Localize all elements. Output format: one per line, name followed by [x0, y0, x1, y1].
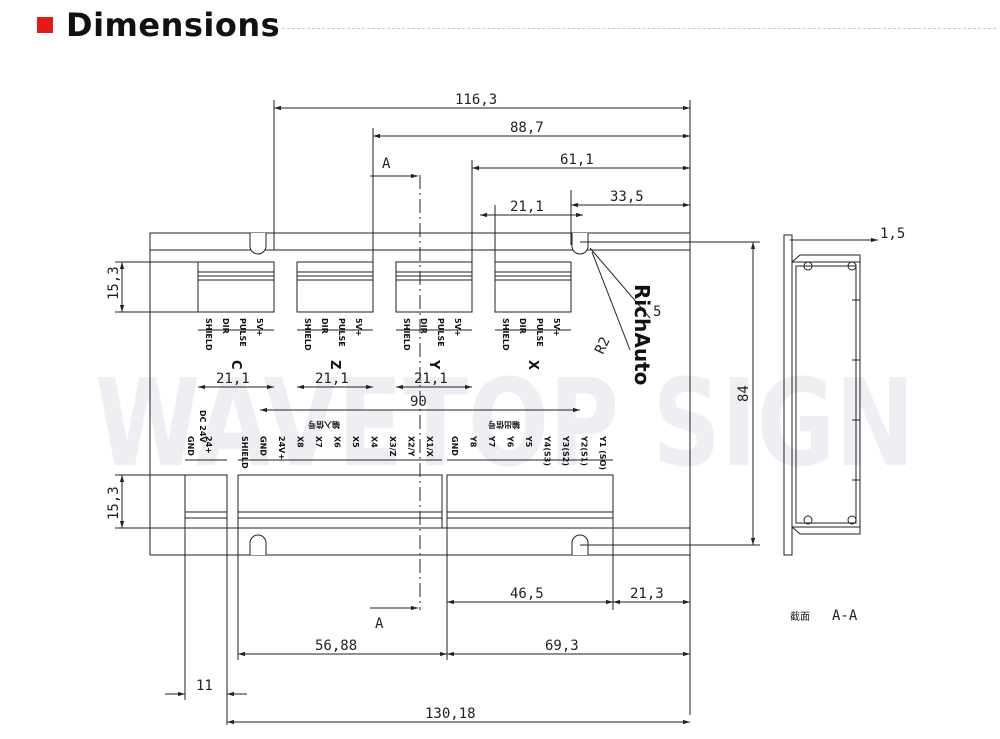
motor-pin-label: PULSE: [535, 318, 544, 347]
output-group-label: 输出信号: [488, 420, 520, 430]
output-pin-label: GND: [450, 436, 459, 456]
output-pin-label: Y3(S2): [561, 435, 570, 466]
header-divider: [282, 28, 996, 29]
input-pin-label: X8: [296, 436, 305, 448]
dim-15-3-top: 15,3: [106, 266, 122, 300]
output-pin-label: Y4(S3): [543, 435, 552, 466]
dim-56-88: 56,88: [315, 638, 357, 654]
dim-90: 90: [410, 394, 427, 410]
input-pin-label: X6: [333, 436, 342, 448]
section-view-label: A-A: [832, 608, 858, 624]
section-view-cn-label: 截面: [790, 610, 810, 623]
motor-pin-label: SHIELD: [204, 318, 213, 351]
watermark: WAVETOP SIGN: [95, 355, 915, 494]
dim-88-7: 88,7: [510, 120, 544, 136]
motor-pin-label: 5V+: [552, 318, 561, 336]
page-title: Dimensions: [66, 6, 281, 44]
mount-slot: [571, 233, 589, 255]
dim-21-3: 21,3: [630, 586, 664, 602]
motor-connector-x: [494, 261, 572, 331]
motor-pin-label: SHIELD: [303, 318, 312, 351]
motor-pin-label: DIR: [320, 318, 329, 334]
dim-21-1-y: 21,1: [414, 371, 448, 387]
dim-116-3: 116,3: [455, 92, 497, 108]
motor-pin-label: DIR: [419, 318, 428, 334]
dim-33-5: 33,5: [610, 189, 644, 205]
side-profile: [783, 234, 861, 556]
dim-21-1-z: 21,1: [315, 371, 349, 387]
output-pin-label: Y7: [487, 435, 496, 447]
output-connector: [446, 459, 614, 529]
motor-pin-label: PULSE: [238, 318, 247, 347]
motor-pin-label: DIR: [221, 318, 230, 334]
output-pin-label: Y2(S1): [580, 435, 589, 466]
motor-pin-label: SHIELD: [402, 318, 411, 351]
output-pin-label: Y5: [524, 435, 533, 448]
motor-pin-label: 5V+: [255, 318, 264, 336]
output-pin-label: Y8: [469, 435, 478, 448]
section-mark-bottom: A: [375, 616, 384, 632]
motor-pin-label: DIR: [518, 318, 527, 334]
dim-11: 11: [196, 678, 213, 694]
axis-label-z: Z: [327, 360, 342, 369]
red-square-icon: [37, 17, 53, 33]
input-pin-label: X5: [351, 436, 360, 448]
axis-label-y: Y: [426, 359, 441, 370]
dim-1-5: 1,5: [880, 226, 905, 242]
dim-r2: R2: [592, 335, 614, 357]
axis-label-x: X: [525, 360, 540, 370]
dim-84: 84: [736, 385, 752, 402]
mount-slot: [249, 534, 267, 555]
power-pin-label: GND: [186, 436, 195, 456]
input-pin-label: X4: [370, 436, 379, 448]
input-connector: [237, 459, 443, 529]
section-mark-top: A: [382, 156, 391, 172]
input-group-label: 输入信号: [308, 420, 340, 430]
pin-labels: SHIELD DIR PULSE 5V+ SHIELD DIR PULSE 5V+ SHIELD…: [186, 318, 607, 470]
input-pin-label: X2/Y: [407, 436, 416, 457]
dim-15-3-bottom: 15,3: [106, 486, 122, 520]
dim-21-1-top: 21,1: [510, 199, 544, 215]
power-label: DC 24V: [198, 410, 207, 443]
motor-connector-z: [296, 261, 374, 331]
input-pin-label: X1/X: [425, 436, 434, 458]
input-pin-label: 24V+: [277, 436, 286, 460]
motor-pin-label: SHIELD: [501, 318, 510, 351]
motor-connector-c: [197, 261, 275, 331]
input-pin-label: X3/Z: [388, 436, 397, 457]
motor-pin-label: PULSE: [337, 318, 346, 347]
dim-21-1-c: 21,1: [216, 371, 250, 387]
dim-r5: 5: [653, 304, 661, 320]
input-pin-label: GND: [259, 436, 268, 456]
motor-pin-label: 5V+: [453, 318, 462, 336]
input-pin-label: SHIELD: [240, 436, 249, 469]
dim-130-18: 130,18: [425, 706, 476, 722]
section-header: Dimensions: [0, 0, 1000, 52]
input-pin-label: X7: [314, 436, 323, 448]
motor-pin-label: 5V+: [354, 318, 363, 336]
brand-logo: RichAuto: [630, 284, 654, 385]
output-pin-label: Y1 (SO): [598, 435, 607, 470]
dim-61-1: 61,1: [560, 152, 594, 168]
power-connector: [184, 459, 228, 529]
dim-69-3: 69,3: [545, 638, 579, 654]
motor-connector-y: [395, 261, 473, 331]
dim-46-5: 46,5: [510, 586, 544, 602]
output-pin-label: Y6: [506, 435, 515, 448]
axis-label-c: C: [228, 360, 243, 370]
mount-slot: [249, 233, 267, 255]
motor-pin-label: PULSE: [436, 318, 445, 347]
power-pin-label: 24+: [204, 436, 213, 454]
